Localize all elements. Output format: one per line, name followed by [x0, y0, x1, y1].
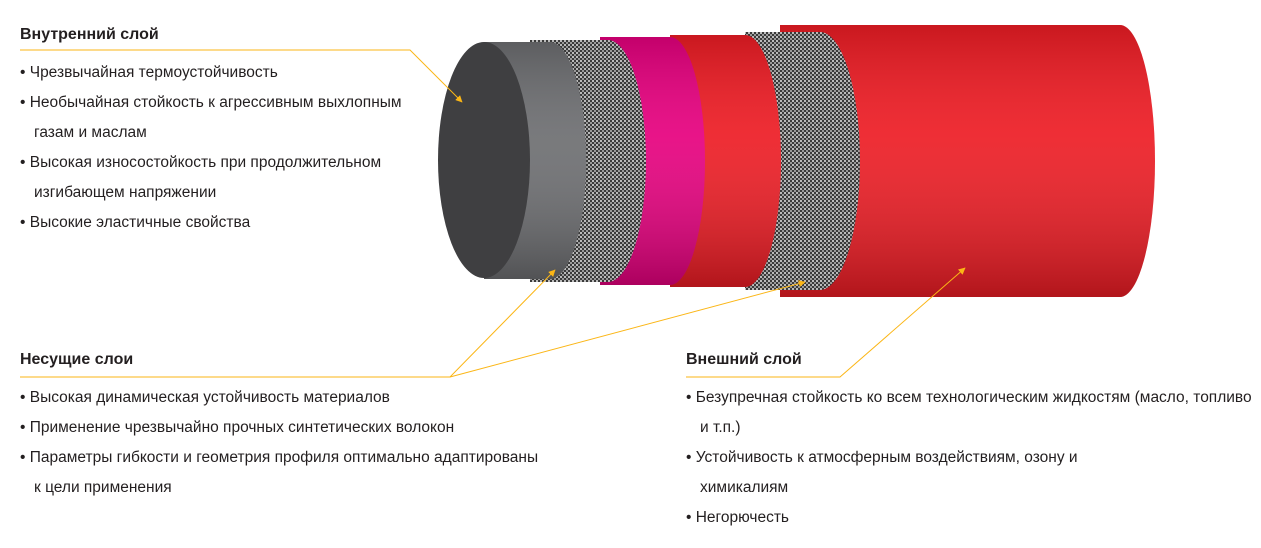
- list-item: Устойчивость к атмосферным воздействиям,…: [686, 443, 1120, 503]
- inner-layer-title: Внутренний слой: [20, 26, 159, 43]
- list-item: Высокая износостойкость при продолжитель…: [20, 148, 444, 208]
- list-item: Параметры гибкости и геометрия профиля о…: [20, 443, 544, 503]
- list-item: Негорючесть: [686, 503, 1260, 533]
- inner-layer-face: [438, 42, 530, 278]
- inner-layer-section: Внутренний слой Чрезвычайная термоустойч…: [20, 26, 444, 238]
- list-item: Безупречная стойкость ко всем технологич…: [686, 383, 1260, 443]
- leader-lines: [20, 49, 966, 378]
- list-item: Чрезвычайная термоустойчивость: [20, 58, 444, 88]
- carrier-layers-title: Несущие слои: [20, 351, 134, 368]
- outer-layer-title: Внешний слой: [686, 351, 802, 368]
- carrier-layers-section: Несущие слои Высокая динамическая устойч…: [20, 351, 544, 503]
- list-item: Необычайная стойкость к агрессивным выхл…: [20, 88, 414, 148]
- list-item: Применение чрезвычайно прочных синтетиче…: [20, 413, 544, 443]
- outer-layer-section: Внешний слой Безупречная стойкость ко вс…: [686, 351, 1260, 533]
- list-item: Высокие эластичные свойства: [20, 208, 444, 238]
- list-item: Высокая динамическая устойчивость матери…: [20, 383, 544, 413]
- layer-outer-red: [780, 25, 1155, 297]
